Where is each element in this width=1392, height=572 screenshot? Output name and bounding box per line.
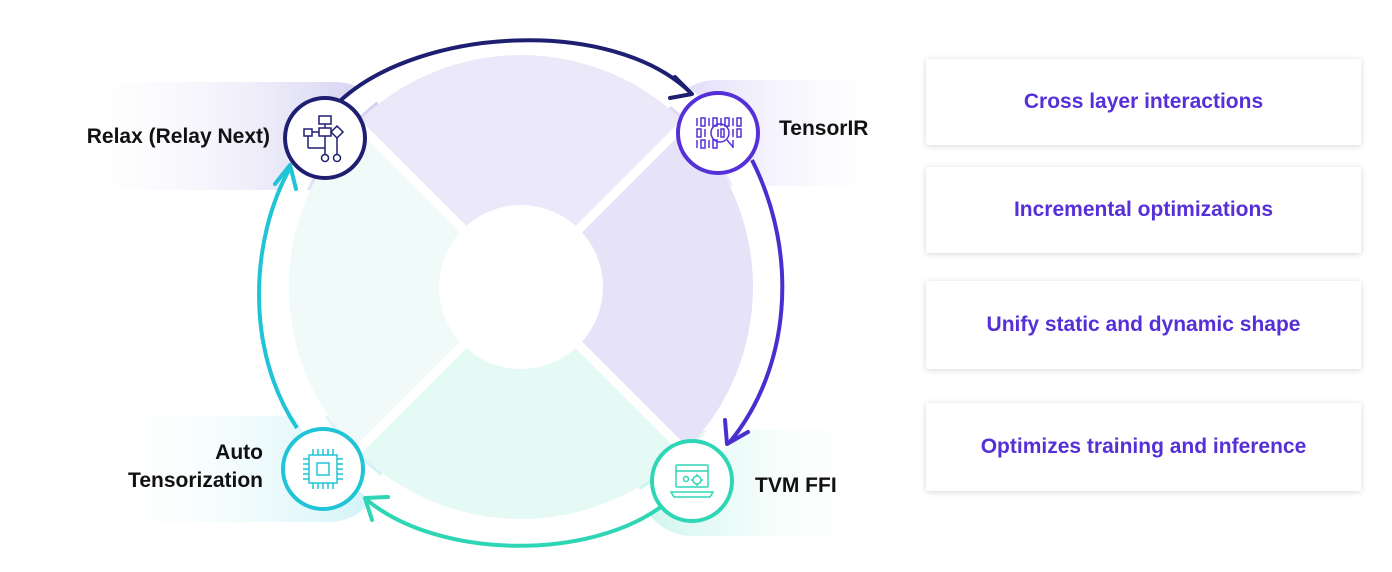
benefit-card: Incremental optimizations xyxy=(926,167,1361,253)
node-relax xyxy=(283,96,367,180)
benefit-card: Unify static and dynamic shape xyxy=(926,281,1361,369)
node-tensorir xyxy=(676,91,760,175)
auto-tensorization-label-line1: Auto xyxy=(215,441,263,464)
purple-quadrant-top xyxy=(357,55,685,287)
teal-quadrant-left xyxy=(289,123,521,451)
node-tvm-ffi xyxy=(650,439,734,523)
laptop-gear-icon xyxy=(669,464,715,498)
tvm-ffi-label: TVM FFI xyxy=(755,474,837,497)
arrow-relax-to-tensorir xyxy=(339,38,694,102)
benefit-text: Unify static and dynamic shape xyxy=(986,313,1301,336)
flowchart-icon xyxy=(303,115,345,163)
binary-magnifier-icon xyxy=(696,117,742,149)
auto-tensorization-label-line2: Tensorization xyxy=(128,469,263,492)
tensorir-label: TensorIR xyxy=(779,117,869,140)
benefit-text: Incremental optimizations xyxy=(1013,198,1274,221)
teal-quadrant-bottom xyxy=(357,287,685,519)
benefit-card: Cross layer interactions xyxy=(926,59,1361,145)
benefit-text: Cross layer interactions xyxy=(1023,90,1264,113)
center-hub xyxy=(439,205,603,369)
benefit-card: Optimizes training and inference xyxy=(926,403,1361,491)
auto-tensorization-label: Auto Tensorization xyxy=(60,439,263,495)
benefit-text: Optimizes training and inference xyxy=(980,435,1307,458)
arrow-auto-tensorization-to-relax xyxy=(257,163,299,430)
purple-quadrant-right xyxy=(521,123,753,451)
relax-label: Relax (Relay Next) xyxy=(86,125,270,148)
chip-icon xyxy=(303,449,343,489)
arrow-tensorir-to-tvm-ffi xyxy=(723,159,785,446)
arrow-tvm-ffi-to-auto-tensorization xyxy=(363,495,664,548)
node-auto-tensorization xyxy=(281,427,365,511)
